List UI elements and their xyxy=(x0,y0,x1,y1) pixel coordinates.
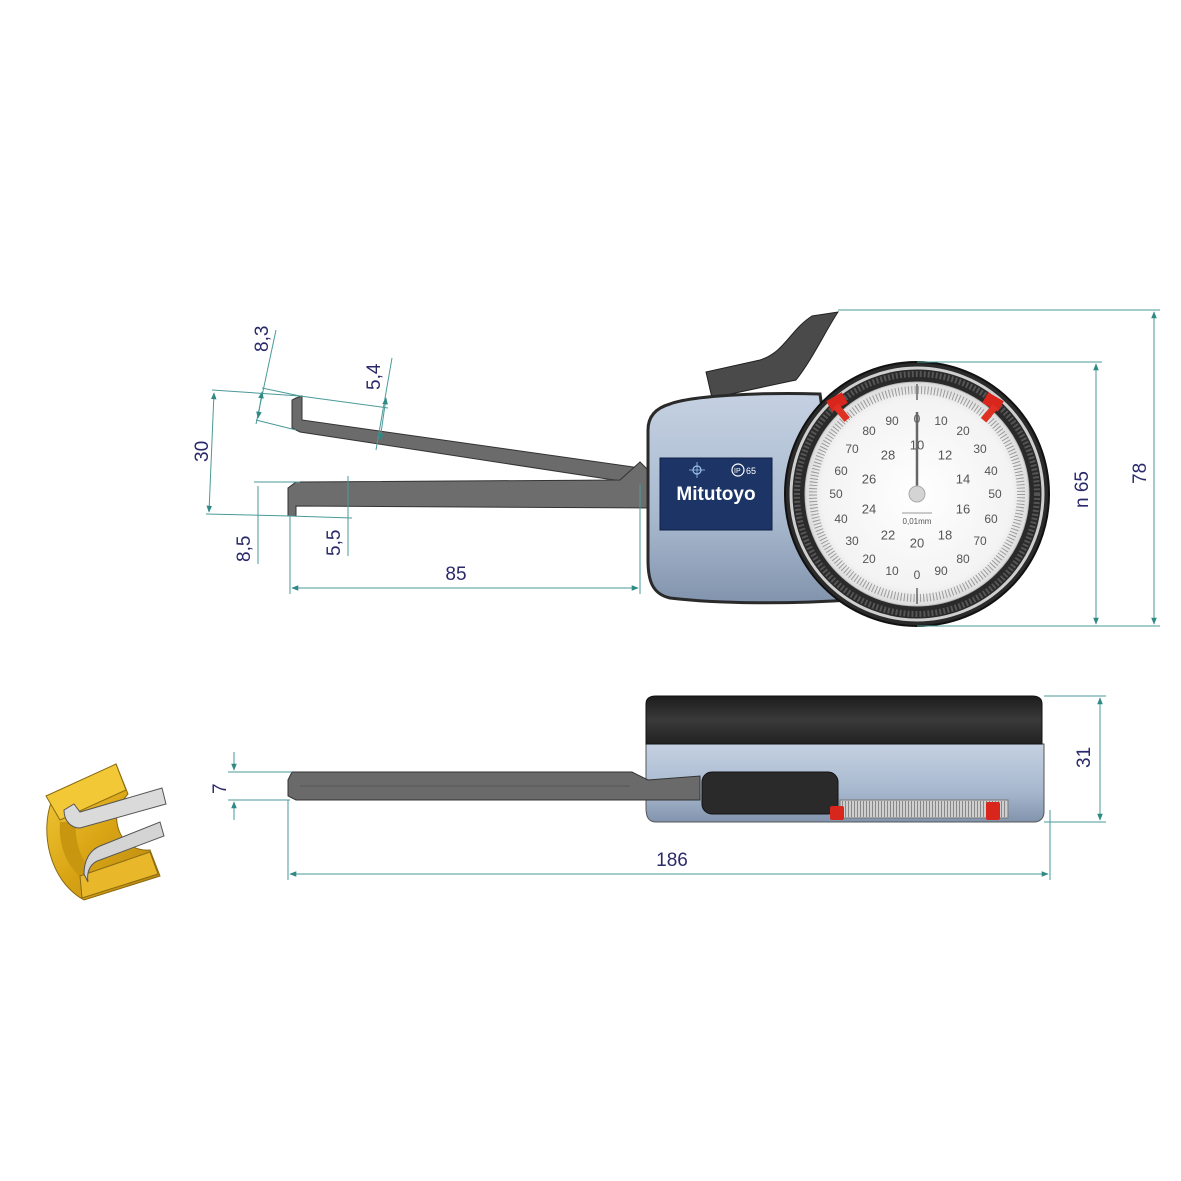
svg-text:16: 16 xyxy=(956,501,970,516)
dim-arm-lower-width: 5,5 xyxy=(324,530,345,556)
svg-text:0: 0 xyxy=(914,568,921,582)
svg-text:30: 30 xyxy=(973,442,987,456)
svg-text:70: 70 xyxy=(845,442,859,456)
svg-text:60: 60 xyxy=(984,512,998,526)
dim-total-height: 78 xyxy=(1130,463,1151,484)
svg-text:20: 20 xyxy=(910,535,924,550)
svg-text:20: 20 xyxy=(956,424,970,438)
lever xyxy=(705,311,840,399)
svg-text:26: 26 xyxy=(862,471,876,486)
brand-logo: Mitutoyo xyxy=(676,484,755,505)
dial-unit-label: 0,01mm xyxy=(903,517,932,526)
svg-text:28: 28 xyxy=(881,447,895,462)
ip-rating-icon: IP 65 xyxy=(731,463,756,477)
svg-text:22: 22 xyxy=(881,527,895,542)
dimension-lines-side xyxy=(228,695,1106,880)
upper-arm xyxy=(291,395,641,485)
svg-text:50: 50 xyxy=(988,487,1002,501)
svg-text:18: 18 xyxy=(938,527,952,542)
svg-text:70: 70 xyxy=(973,534,987,548)
dial-outer-scale: 0 10 20 30 40 50 60 70 80 90 0 90 80 70 … xyxy=(829,412,1002,582)
bore-ring-illustration-icon xyxy=(45,763,167,901)
svg-text:12: 12 xyxy=(938,447,952,462)
crosshair-icon xyxy=(689,462,705,478)
svg-text:10: 10 xyxy=(885,564,899,578)
svg-text:65: 65 xyxy=(746,466,756,476)
svg-text:60: 60 xyxy=(834,464,848,478)
svg-text:90: 90 xyxy=(934,564,948,578)
svg-text:IP: IP xyxy=(734,468,741,475)
dim-tip-upper-thickness: 8,3 xyxy=(252,326,273,352)
dim-total-length: 186 xyxy=(656,850,688,871)
svg-text:90: 90 xyxy=(885,414,899,428)
dimension-lines-front xyxy=(205,309,1160,627)
dim-tip-lower-thickness: 8,5 xyxy=(234,536,255,562)
svg-text:40: 40 xyxy=(834,512,848,526)
svg-text:80: 80 xyxy=(862,424,876,438)
tolerance-stop-left[interactable] xyxy=(826,392,850,422)
svg-text:50: 50 xyxy=(829,487,843,501)
needle-hub xyxy=(908,485,926,503)
dim-arm-length: 85 xyxy=(445,564,466,585)
dim-side-tip-height: 7 xyxy=(210,783,231,794)
lower-arm xyxy=(287,461,649,517)
svg-text:10: 10 xyxy=(934,414,948,428)
tolerance-stop-right[interactable] xyxy=(980,392,1004,423)
svg-text:80: 80 xyxy=(956,552,970,566)
svg-text:24: 24 xyxy=(862,501,876,516)
svg-text:14: 14 xyxy=(956,471,970,486)
svg-text:30: 30 xyxy=(845,534,859,548)
dim-tip-spacing: 30 xyxy=(192,441,213,462)
dim-arm-upper-width: 5,4 xyxy=(364,363,385,390)
svg-text:40: 40 xyxy=(984,464,998,478)
dim-total-depth: 31 xyxy=(1074,747,1095,768)
svg-text:20: 20 xyxy=(862,552,876,566)
brand-label-panel xyxy=(659,457,773,531)
dim-dial-diameter: n 65 xyxy=(1072,471,1093,508)
dial-inner-scale: 10 12 14 16 18 20 22 24 26 28 xyxy=(862,437,970,550)
side-view xyxy=(287,695,1045,823)
